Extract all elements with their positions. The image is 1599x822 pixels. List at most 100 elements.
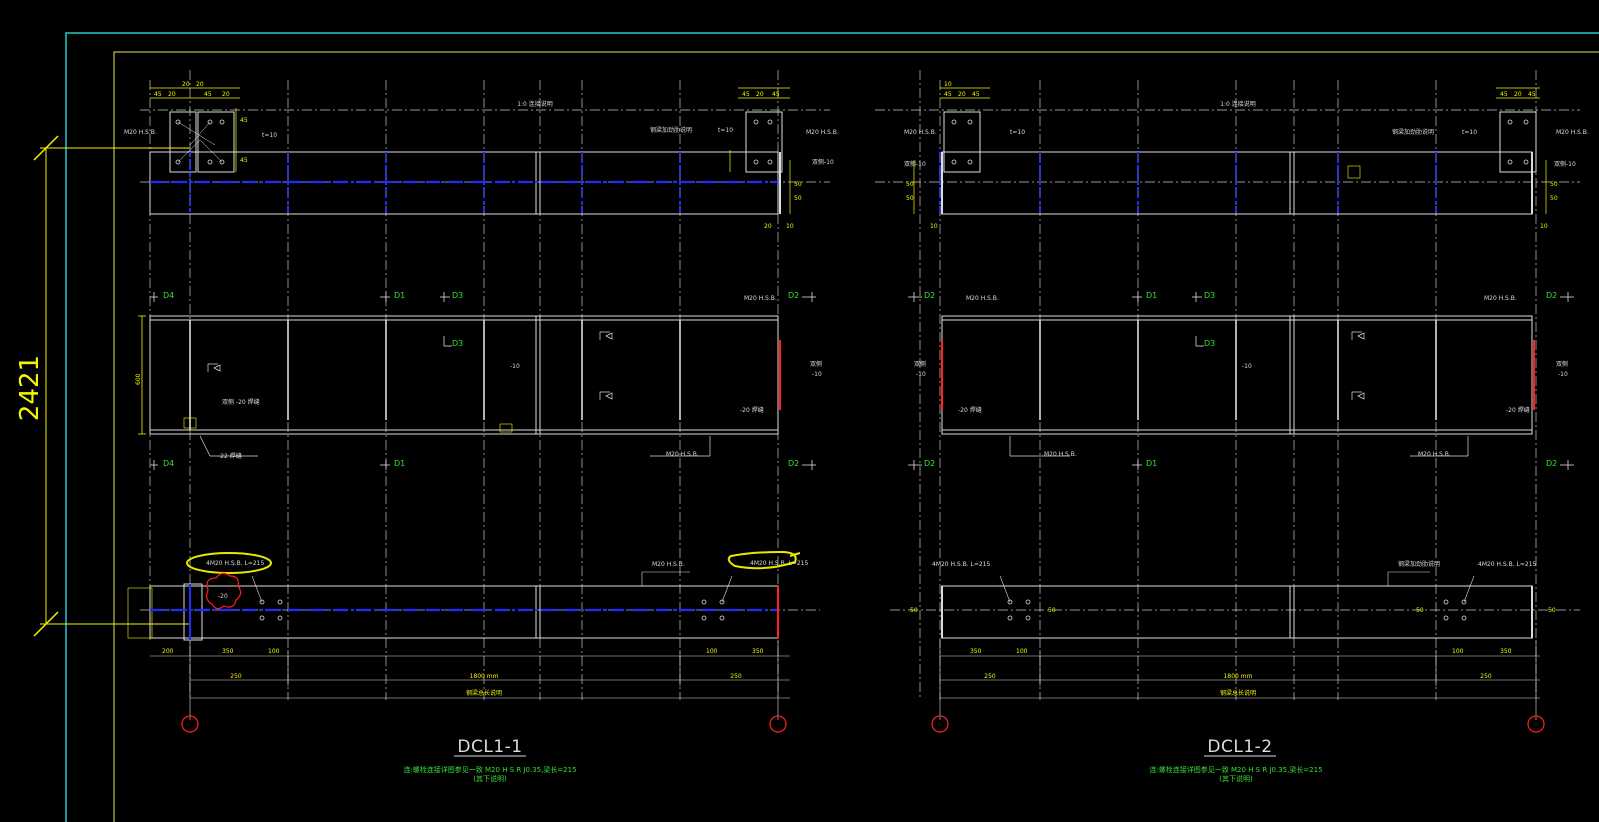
svg-text:45: 45 xyxy=(154,91,162,98)
svg-text:100: 100 xyxy=(1452,648,1464,655)
section-label: D2 xyxy=(788,291,799,300)
markup-cloud xyxy=(186,552,272,574)
svg-text:双侧: 双侧 xyxy=(1556,360,1568,368)
section-label: D3 xyxy=(1204,291,1215,300)
svg-text:50: 50 xyxy=(794,195,802,202)
section-label: D1 xyxy=(394,459,405,468)
bottom-view: 4M20 H.S.B. L=215 4M20 H.S.B. L=215 钢梁加劲… xyxy=(910,560,1556,733)
svg-text:双侧 -20 焊缝: 双侧 -20 焊缝 xyxy=(222,398,260,406)
mid-callout: M20 H.S.B. xyxy=(1484,295,1517,302)
svg-text:-20 焊缝: -20 焊缝 xyxy=(1506,406,1530,414)
svg-text:200: 200 xyxy=(162,648,174,655)
bottom-callout: M20 H.S.B. xyxy=(652,561,685,568)
svg-text:350: 350 xyxy=(752,648,764,655)
svg-text:45: 45 xyxy=(1528,91,1536,98)
bottom-dimension: 250 xyxy=(984,673,996,680)
svg-text:M20 H.S.B.: M20 H.S.B. xyxy=(124,129,157,136)
section-label: D1 xyxy=(1146,459,1157,468)
mid-callout: -10 xyxy=(510,363,520,370)
svg-text:M20 H.S.B.: M20 H.S.B. xyxy=(1556,129,1589,136)
svg-text:20: 20 xyxy=(182,81,190,88)
bottom-dimension: 1800 mm xyxy=(470,673,499,680)
svg-text:45: 45 xyxy=(944,91,952,98)
svg-text:45: 45 xyxy=(772,91,780,98)
svg-text:20: 20 xyxy=(764,223,772,230)
svg-text:45: 45 xyxy=(742,91,750,98)
section-label: D1 xyxy=(394,291,405,300)
top-view-label: 1:0 连接说明 xyxy=(517,100,553,108)
panel-title: DCL1-1 xyxy=(457,737,522,757)
mid-callout: M20 H.S.B. xyxy=(744,295,777,302)
svg-text:-20: -20 xyxy=(218,593,228,600)
panel-note-2: (其下说明) xyxy=(1219,774,1253,783)
section-label: D4 xyxy=(163,459,174,468)
mid-callout: M20 H.S.B. xyxy=(666,451,699,458)
bottom-dimension: 250 xyxy=(1480,673,1492,680)
svg-text:10: 10 xyxy=(1540,223,1548,230)
drawing-border xyxy=(65,32,1599,822)
panel-title: DCL1-2 xyxy=(1207,737,1272,757)
svg-text:50: 50 xyxy=(906,195,914,202)
svg-text:20: 20 xyxy=(1514,91,1522,98)
svg-text:50: 50 xyxy=(1048,607,1056,614)
svg-text:20: 20 xyxy=(168,91,176,98)
mid-callout: M20 H.S.B. xyxy=(966,295,999,302)
svg-text:20: 20 xyxy=(756,91,764,98)
svg-text:45: 45 xyxy=(1500,91,1508,98)
middle-view: 600 D4 D1 D3 D2 D3 D4 D1 D2 xyxy=(135,291,822,470)
svg-text:10: 10 xyxy=(944,81,952,88)
svg-text:t=10: t=10 xyxy=(1462,129,1477,136)
svg-text:20: 20 xyxy=(196,81,204,88)
svg-text:50: 50 xyxy=(906,181,914,188)
revision-cloud xyxy=(206,572,242,610)
section-label: D2 xyxy=(1546,459,1557,468)
svg-text:50: 50 xyxy=(1548,607,1556,614)
section-label: D2 xyxy=(1546,291,1557,300)
svg-text:50: 50 xyxy=(1550,195,1558,202)
svg-text:M20 H.S.B.: M20 H.S.B. xyxy=(1044,451,1077,458)
svg-text:t=10: t=10 xyxy=(262,132,277,139)
svg-text:50: 50 xyxy=(794,181,802,188)
svg-text:350: 350 xyxy=(222,648,234,655)
section-label: D4 xyxy=(163,291,174,300)
bottom-callout: 4M20 H.S.B. L=215 xyxy=(932,561,991,568)
svg-text:350: 350 xyxy=(1500,648,1512,655)
section-label: D3 xyxy=(1204,339,1215,348)
svg-text:10: 10 xyxy=(930,223,938,230)
bottom-dimension: 250 xyxy=(230,673,242,680)
svg-text:-10: -10 xyxy=(1558,371,1568,378)
section-label: D2 xyxy=(788,459,799,468)
section-label: D2 xyxy=(924,459,935,468)
svg-text:100: 100 xyxy=(1016,648,1028,655)
svg-text:45: 45 xyxy=(972,91,980,98)
mid-callout: -20 焊缝 xyxy=(740,406,764,414)
svg-text:45: 45 xyxy=(240,117,248,124)
svg-text:钢梁加劲肋说明: 钢梁加劲肋说明 xyxy=(650,126,692,134)
overall-dimension-text: 2421 xyxy=(15,355,45,421)
bottom-callout: 4M20 H.S.B. L=215 xyxy=(206,560,265,567)
svg-text:-10: -10 xyxy=(812,371,822,378)
svg-text:双侧: 双侧 xyxy=(914,360,926,368)
svg-text:双侧-10: 双侧-10 xyxy=(1554,160,1576,168)
mid-callout: M20 H.S.B. xyxy=(1418,451,1451,458)
markup-cloud xyxy=(727,550,801,570)
overall-note: 钢梁总长说明 xyxy=(466,689,502,697)
bottom-view: 4M20 H.S.B. L=215 4M20 H.S.B. L=215 M20 … xyxy=(127,550,809,733)
section-label: D2 xyxy=(924,291,935,300)
section-label: D1 xyxy=(1146,291,1157,300)
overall-dimension: 2421 xyxy=(15,135,190,637)
mid-callout: -20 焊缝 xyxy=(958,406,982,414)
svg-text:M20 H.S.B.: M20 H.S.B. xyxy=(904,129,937,136)
svg-text:钢梁加劲肋说明: 钢梁加劲肋说明 xyxy=(1392,128,1434,136)
middle-view: D2 D1 D3 D3 D2 D2 D1 D2 M20 H.S.B. xyxy=(908,291,1574,470)
bottom-dimension: 1800 mm xyxy=(1224,673,1253,680)
section-label: D3 xyxy=(452,291,463,300)
grid-lines xyxy=(149,70,779,700)
svg-text:双侧-10: 双侧-10 xyxy=(904,160,926,168)
svg-text:100: 100 xyxy=(706,648,718,655)
svg-text:10: 10 xyxy=(786,223,794,230)
